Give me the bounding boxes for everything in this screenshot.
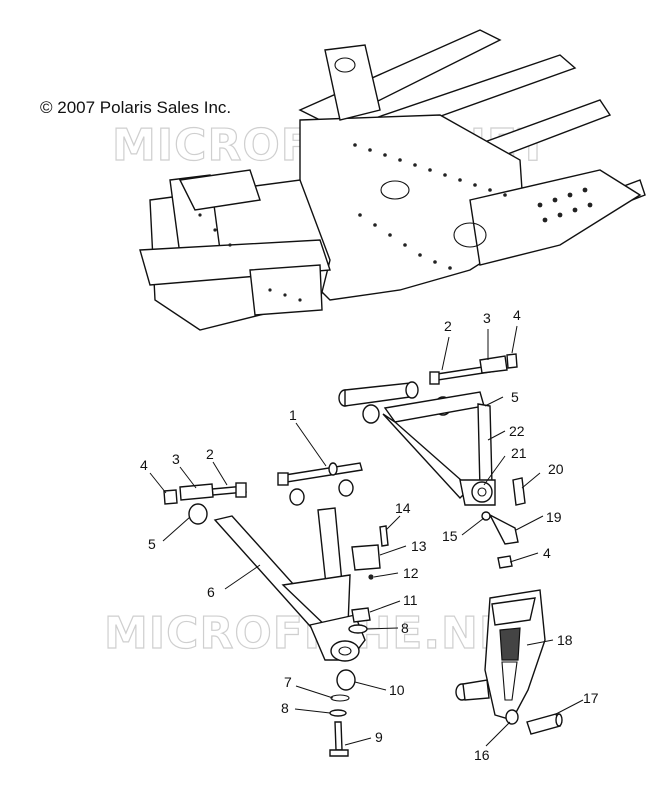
callout-12: 12: [403, 565, 419, 581]
callout-top-2: 2: [444, 318, 452, 334]
callout-top-4: 4: [513, 307, 521, 323]
callout-numbers: 2 3 4 5 22 1 4 3 2 21 20 5 14 15 19 13 4…: [140, 307, 599, 763]
chassis-frame: [139, 29, 646, 331]
leader-lines: [149, 325, 584, 747]
callout-17: 17: [583, 690, 599, 706]
callout-right-4: 4: [543, 545, 551, 561]
callout-16: 16: [474, 747, 490, 763]
callout-21: 21: [511, 445, 527, 461]
callout-top-5: 5: [511, 389, 519, 405]
rivet-holes: [198, 143, 593, 302]
callout-10: 10: [389, 682, 405, 698]
upper-a-arm-assembly: [338, 353, 526, 569]
callout-6: 6: [207, 584, 215, 600]
callout-left-4: 4: [140, 457, 148, 473]
lower-a-arm-assembly: [163, 462, 389, 757]
callout-1: 1: [289, 407, 297, 423]
callout-left-3: 3: [172, 451, 180, 467]
spindle-assembly: [455, 589, 563, 735]
copyright-notice: © 2007 Polaris Sales Inc.: [40, 98, 232, 117]
callout-14: 14: [395, 500, 411, 516]
callout-19: 19: [546, 509, 562, 525]
callout-left-5: 5: [148, 536, 156, 552]
callout-7: 7: [284, 674, 292, 690]
callout-13: 13: [411, 538, 427, 554]
callout-8a: 8: [401, 620, 409, 636]
callout-15: 15: [442, 528, 458, 544]
callout-18: 18: [557, 632, 573, 648]
callout-top-3: 3: [483, 310, 491, 326]
callout-9: 9: [375, 729, 383, 745]
bolt-head-top: [429, 371, 440, 385]
callout-11: 11: [403, 592, 418, 608]
callout-20: 20: [548, 461, 564, 477]
callout-left-2: 2: [206, 446, 214, 462]
callout-8b: 8: [281, 700, 289, 716]
callout-22: 22: [509, 423, 525, 439]
